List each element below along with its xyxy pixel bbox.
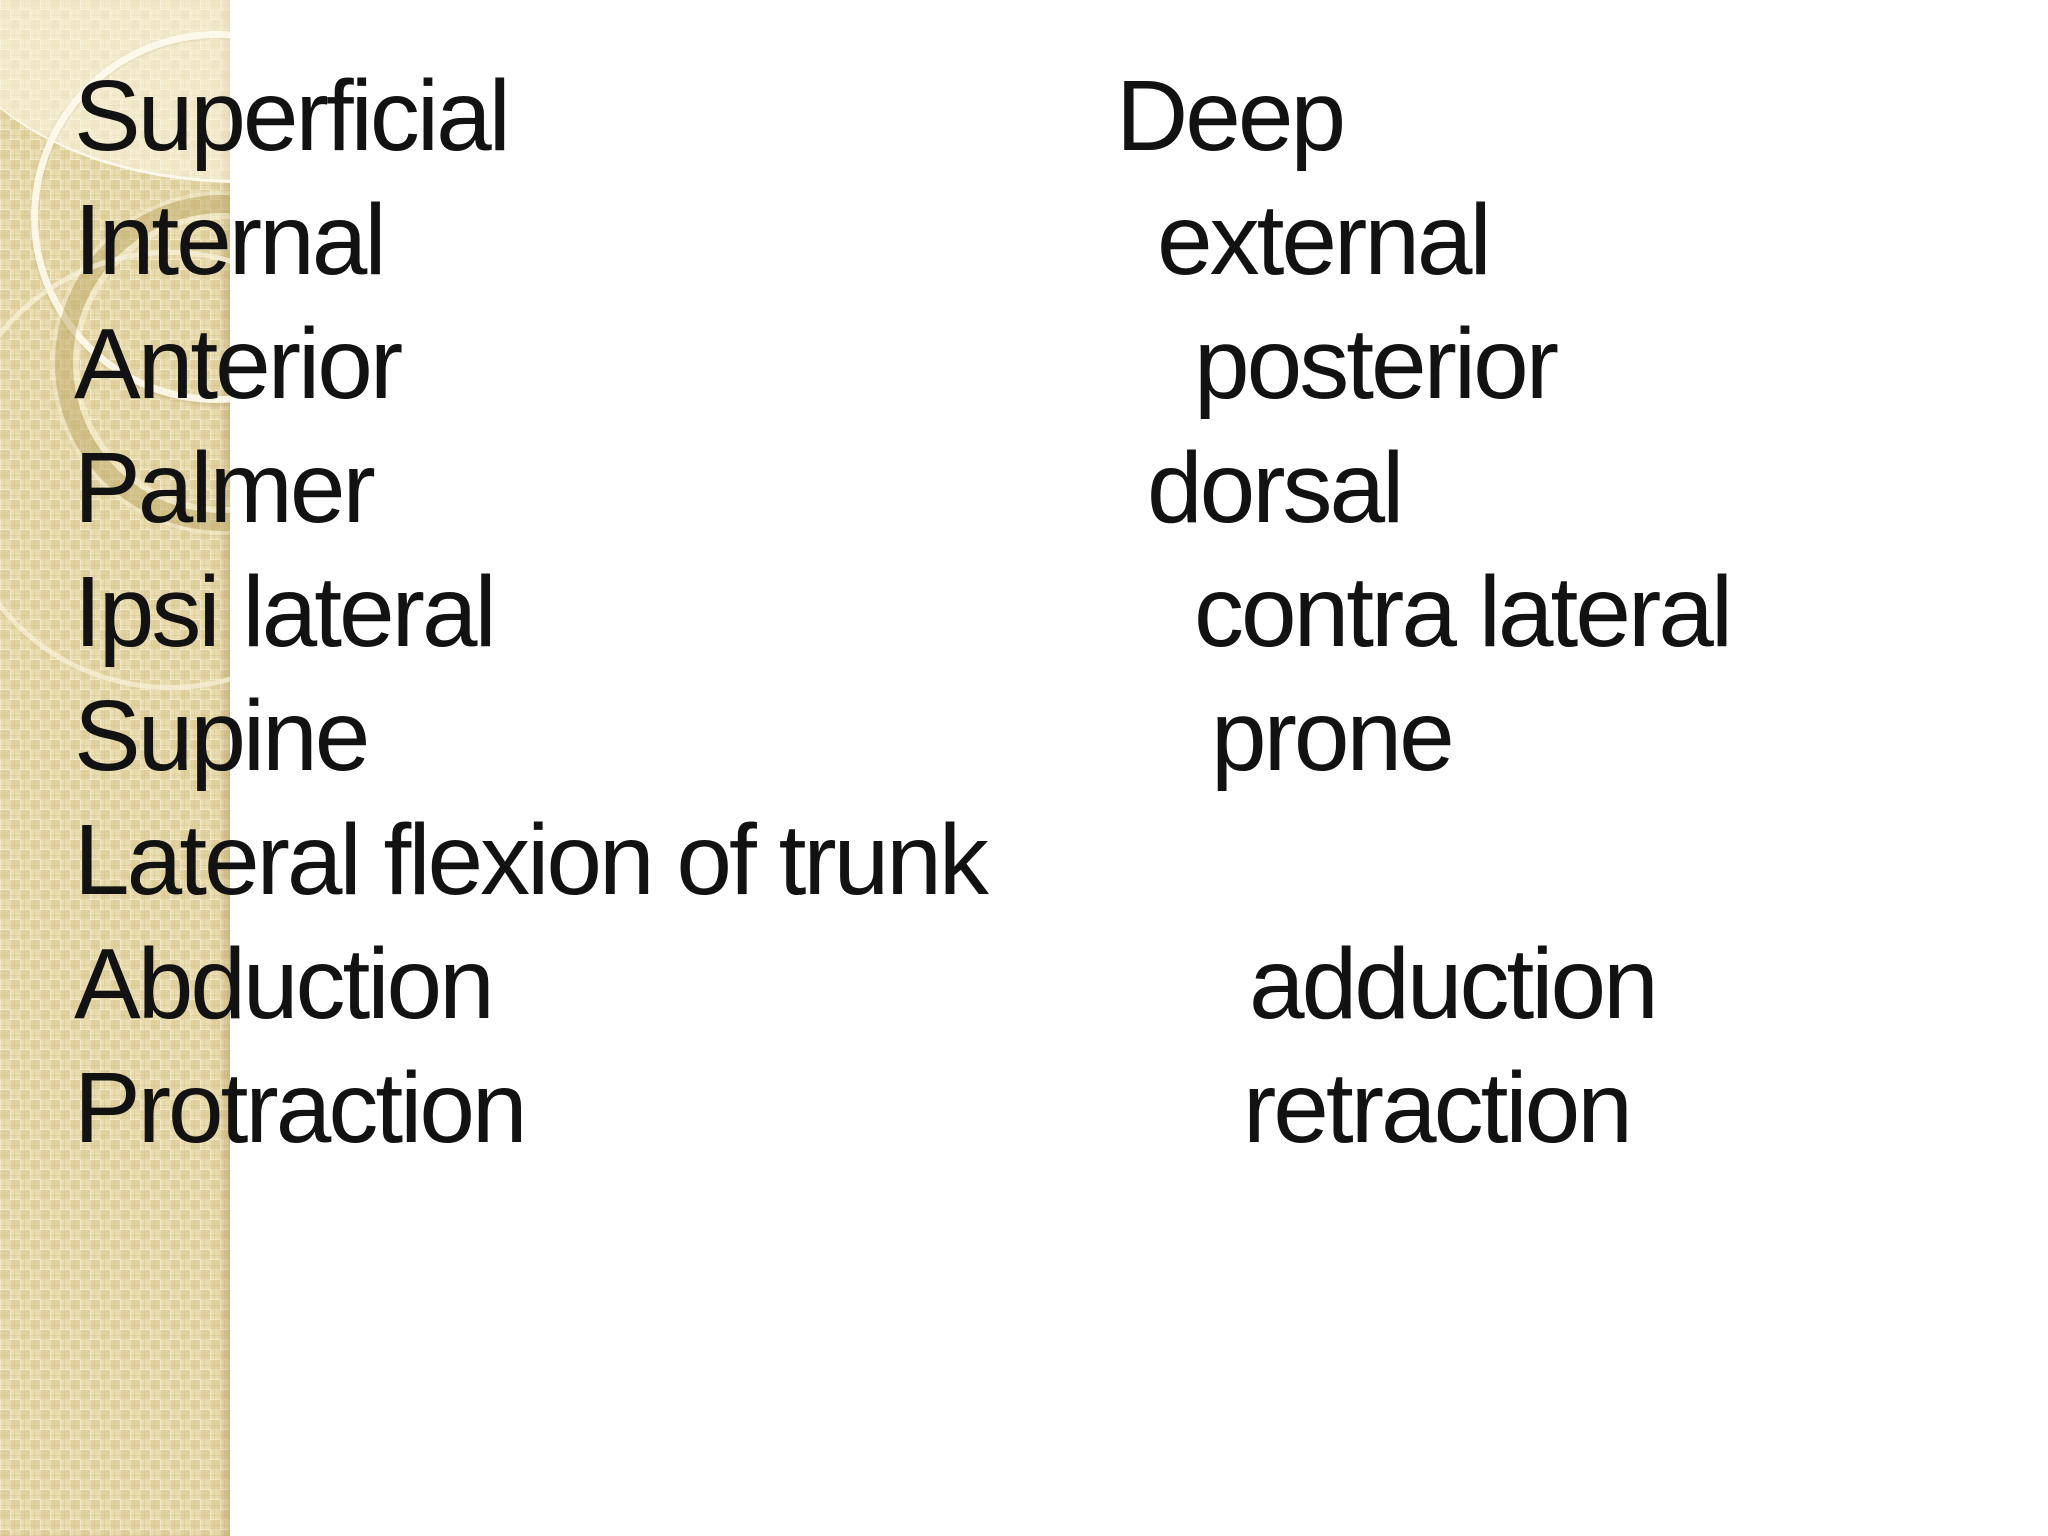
term-row: Supine prone bbox=[74, 674, 2048, 798]
term-left: Palmer bbox=[74, 432, 376, 544]
term-row: Anterior posterior bbox=[74, 302, 2048, 426]
term-left: Lateral flexion of trunk bbox=[74, 804, 989, 916]
term-right: posterior bbox=[1194, 308, 1559, 420]
term-row: Protraction retraction bbox=[74, 1046, 2048, 1170]
term-right: external bbox=[1157, 184, 1492, 296]
term-row: Palmer dorsal bbox=[74, 426, 2048, 550]
term-right: contra lateral bbox=[1194, 556, 1733, 668]
term-right: retraction bbox=[1243, 1052, 1633, 1164]
term-left: Ipsi lateral bbox=[74, 556, 497, 668]
term-row: Abduction adduction bbox=[74, 922, 2048, 1046]
term-right: dorsal bbox=[1147, 432, 1404, 544]
sidebar-decoration-strip bbox=[0, 0, 230, 1536]
term-left: Internal bbox=[74, 184, 387, 296]
term-row: Lateral flexion of trunk bbox=[74, 798, 2048, 922]
term-row: Superficial Deep bbox=[74, 54, 2048, 178]
term-left: Protraction bbox=[74, 1052, 528, 1164]
term-right: prone bbox=[1211, 680, 1455, 792]
term-row: Ipsi lateral contra lateral bbox=[74, 550, 2048, 674]
term-left: Superficial bbox=[74, 60, 511, 172]
term-left: Abduction bbox=[74, 928, 495, 1040]
term-left: Supine bbox=[74, 680, 370, 792]
term-right: Deep bbox=[1116, 60, 1346, 172]
term-right: adduction bbox=[1249, 928, 1659, 1040]
term-pairs-list: Superficial Deep Internal external Anter… bbox=[74, 54, 2048, 1170]
term-left: Anterior bbox=[74, 308, 403, 420]
term-row: Internal external bbox=[74, 178, 2048, 302]
